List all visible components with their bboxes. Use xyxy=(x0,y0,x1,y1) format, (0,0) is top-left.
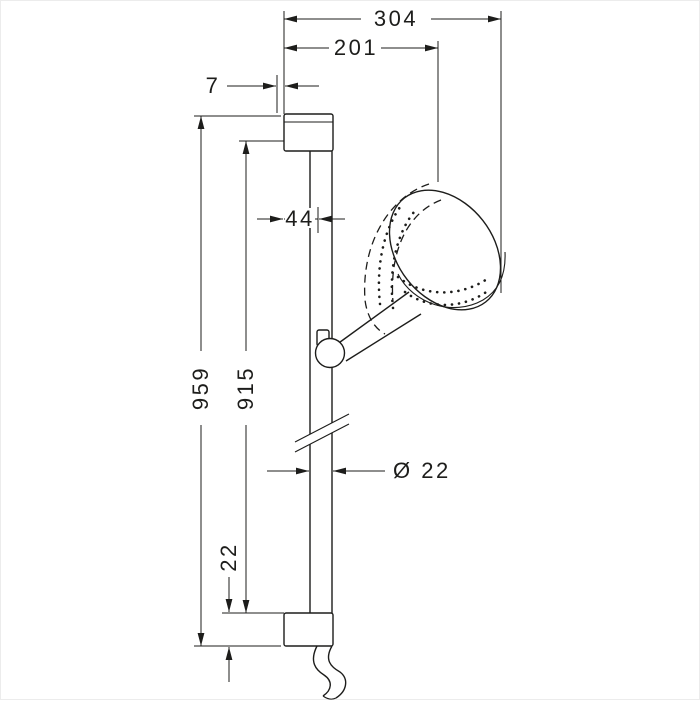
dim-rail-diameter-label: Ø 22 xyxy=(393,458,451,483)
pivoted-head-outline xyxy=(363,183,430,335)
hose-left-edge xyxy=(312,645,331,697)
handle-bottom-edge xyxy=(345,313,422,362)
dim-overall-height-label: 959 xyxy=(188,366,213,410)
dim-rail-axis-label: 44 xyxy=(285,206,314,231)
shower-head-face-rim xyxy=(397,251,506,309)
bottom-wall-bracket xyxy=(283,612,334,647)
hose-right-edge xyxy=(327,645,347,699)
dim-bracket-depth-label: 7 xyxy=(206,73,221,98)
extension-lines xyxy=(194,11,502,647)
dim-rail-axis-label-mask xyxy=(285,208,315,228)
break-gap xyxy=(295,414,349,452)
break-mark-lower xyxy=(294,423,350,453)
hose-end xyxy=(322,695,337,700)
holder-knob xyxy=(314,337,346,369)
handle-top-edge xyxy=(335,291,410,346)
shower-set xyxy=(283,113,506,700)
dim-bottom-offset-label: 22 xyxy=(216,542,241,571)
dim-overall-depth-label: 304 xyxy=(374,6,418,31)
dimension-annotations: 304 201 7 44 959 915 Ø 22 22 xyxy=(188,6,501,682)
dim-head-depth-label: 201 xyxy=(334,35,378,60)
break-mark-upper xyxy=(294,413,350,443)
top-wall-bracket xyxy=(283,113,334,152)
dim-rail-length-label: 915 xyxy=(233,366,258,410)
